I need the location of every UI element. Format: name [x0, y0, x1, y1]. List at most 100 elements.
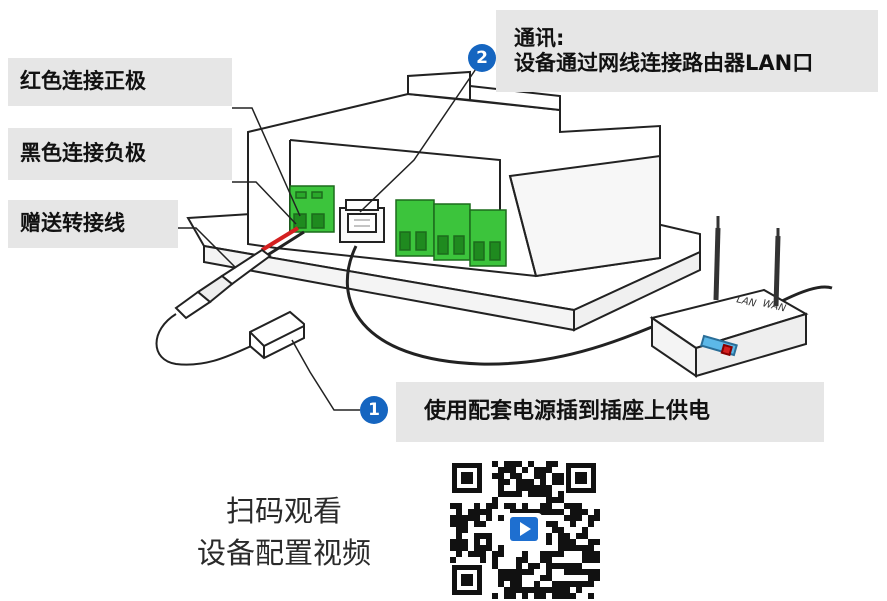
- scan-caption: 扫码观看 设备配置视频: [168, 490, 400, 574]
- qr-module: [582, 581, 588, 587]
- qr-module: [504, 503, 510, 509]
- qr-module: [540, 551, 546, 557]
- qr-module: [534, 509, 540, 515]
- qr-module: [486, 545, 492, 551]
- leader-lines: [178, 59, 483, 411]
- qr-module: [564, 581, 570, 587]
- qr-module: [582, 533, 588, 539]
- qr-module: [468, 515, 474, 521]
- qr-module: [558, 593, 564, 599]
- qr-module: [546, 467, 552, 473]
- qr-module: [588, 575, 594, 581]
- qr-module: [570, 593, 576, 599]
- qr-module: [528, 485, 534, 491]
- qr-module: [510, 509, 516, 515]
- qr-module: [498, 581, 504, 587]
- qr-module: [522, 587, 528, 593]
- qr-module: [576, 569, 582, 575]
- qr-code[interactable]: [446, 457, 602, 601]
- qr-module: [546, 557, 552, 563]
- qr-module: [474, 545, 480, 551]
- qr-module: [588, 557, 594, 563]
- qr-module: [456, 533, 462, 539]
- qr-module: [558, 545, 564, 551]
- qr-module: [474, 509, 480, 515]
- qr-module: [462, 521, 468, 527]
- qr-module: [474, 533, 480, 539]
- qr-module: [498, 467, 504, 473]
- communication-detail: 设备通过网线连接路由器LAN口: [514, 51, 814, 75]
- qr-module: [546, 497, 552, 503]
- communication-title: 通讯:: [514, 25, 565, 50]
- qr-module: [528, 461, 534, 467]
- qr-module: [522, 551, 528, 557]
- qr-module: [510, 473, 516, 479]
- qr-module: [588, 593, 594, 599]
- qr-module: [588, 581, 594, 587]
- qr-module: [540, 503, 546, 509]
- qr-module: [462, 545, 468, 551]
- qr-module: [450, 521, 456, 527]
- qr-module: [570, 521, 576, 527]
- qr-module: [468, 551, 474, 557]
- qr-module: [588, 515, 594, 521]
- qr-module: [486, 515, 492, 521]
- terminal-block-right: [395, 199, 507, 267]
- qr-module: [492, 503, 498, 509]
- qr-module: [552, 473, 558, 479]
- qr-module: [582, 557, 588, 563]
- qr-module: [564, 593, 570, 599]
- qr-module: [474, 515, 480, 521]
- qr-module: [570, 503, 576, 509]
- qr-module: [540, 557, 546, 563]
- qr-module: [516, 563, 522, 569]
- qr-module: [564, 539, 570, 545]
- qr-module: [546, 503, 552, 509]
- qr-module: [528, 509, 534, 515]
- qr-module: [510, 587, 516, 593]
- qr-module: [480, 545, 486, 551]
- qr-module: [576, 515, 582, 521]
- qr-module: [570, 539, 576, 545]
- qr-module: [588, 569, 594, 575]
- qr-module: [504, 587, 510, 593]
- qr-module: [516, 587, 522, 593]
- qr-module: [582, 527, 588, 533]
- qr-module: [558, 581, 564, 587]
- qr-module: [534, 485, 540, 491]
- qr-module: [588, 551, 594, 557]
- qr-module: [552, 521, 558, 527]
- qr-module: [528, 491, 534, 497]
- qr-module: [522, 485, 528, 491]
- qr-module: [492, 563, 498, 569]
- qr-module: [540, 479, 546, 485]
- qr-module: [510, 503, 516, 509]
- step-one-badge: 1: [360, 396, 388, 424]
- qr-module: [456, 515, 462, 521]
- qr-module: [564, 533, 570, 539]
- qr-module: [552, 551, 558, 557]
- qr-module: [576, 509, 582, 515]
- qr-module: [558, 491, 564, 497]
- qr-module: [516, 581, 522, 587]
- qr-module: [504, 491, 510, 497]
- qr-module: [546, 509, 552, 515]
- qr-module: [522, 479, 528, 485]
- qr-module: [516, 491, 522, 497]
- qr-module: [540, 587, 546, 593]
- adapter-cable-label: 赠送转接线: [8, 200, 178, 248]
- qr-module: [558, 473, 564, 479]
- qr-module: [546, 569, 552, 575]
- qr-module: [594, 515, 600, 521]
- qr-module: [510, 569, 516, 575]
- qr-module: [594, 569, 600, 575]
- red-positive-label: 红色连接正极: [8, 58, 232, 106]
- qr-module: [534, 593, 540, 599]
- qr-module: [576, 503, 582, 509]
- qr-module: [564, 569, 570, 575]
- qr-module: [510, 461, 516, 467]
- qr-module: [504, 569, 510, 575]
- qr-module: [516, 569, 522, 575]
- qr-module: [498, 515, 504, 521]
- qr-module: [540, 491, 546, 497]
